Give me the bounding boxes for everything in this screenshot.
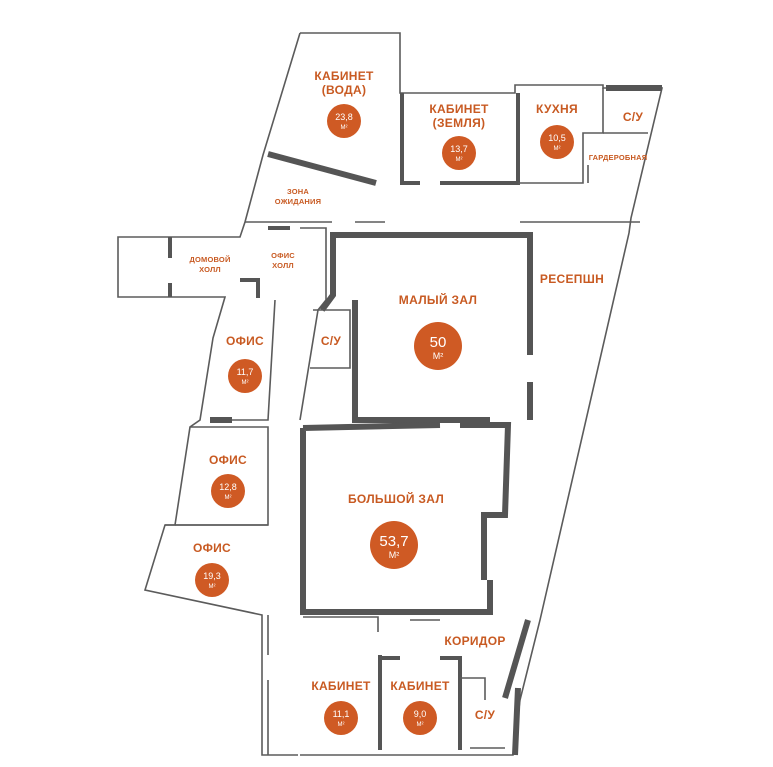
area-unit-maly-zal: М²	[433, 351, 444, 361]
wall-kabinet-bottom	[303, 616, 440, 632]
room-name-domovoy-holl-line-2: ХОЛЛ	[199, 265, 221, 274]
room-name-su-bottom: С/У	[475, 708, 496, 722]
area-value-kukhnya: 10,5	[548, 133, 566, 143]
room-name-kabinet-2: КАБИНЕТ	[390, 679, 450, 693]
room-bolshoy-zal: БОЛЬШОЙ ЗАЛ 53,7М²	[348, 491, 444, 569]
area-value-ofis-1: 11,7	[237, 367, 254, 377]
area-badge-ofis-3	[195, 563, 229, 597]
room-kabinet-zemlya: КАБИНЕТ(ЗЕМЛЯ) 13,7М²	[429, 102, 489, 170]
area-badge-kabinet-zemlya	[442, 136, 476, 170]
room-koridor: КОРИДОР	[444, 634, 505, 648]
room-name-zona-ozhidaniya-line-2: ОЖИДАНИЯ	[275, 197, 321, 206]
wall-su-top	[587, 132, 648, 183]
wall-bolshoy-zal	[300, 422, 512, 615]
wall-kabinet-2	[378, 655, 462, 750]
area-badge-bolshoy-zal	[370, 521, 418, 569]
outer-wall-top-left	[300, 32, 664, 234]
room-name-ofis-holl-line-2: ХОЛЛ	[272, 261, 294, 270]
wall-kukhnya	[518, 88, 604, 184]
room-resepshn: РЕСЕПШН	[540, 272, 604, 286]
area-unit-ofis-1: М²	[242, 380, 249, 386]
wall-ofis-3	[165, 524, 269, 755]
room-su-bottom: С/У	[475, 708, 496, 722]
area-value-kabinet-voda: 23,8	[335, 112, 353, 122]
room-su-middle: С/У	[321, 334, 342, 348]
wall-domovoy-holl	[168, 226, 290, 298]
area-value-maly-zal: 50	[430, 334, 447, 351]
area-badge-ofis-1	[228, 359, 262, 393]
room-name-garderobnaya: ГАРДЕРОБНАЯ	[589, 153, 648, 162]
room-labels: КАБИНЕТ(ВОДА)23,8М²КАБИНЕТ(ЗЕМЛЯ)13,7М²К…	[189, 69, 647, 735]
room-name-ofis-3: ОФИС	[193, 541, 231, 555]
area-unit-ofis-3: М²	[209, 584, 216, 590]
room-name-ofis-2: ОФИС	[209, 453, 247, 467]
room-kabinet-voda: КАБИНЕТ(ВОДА) 23,8М²	[314, 69, 374, 138]
room-name-kabinet-voda: КАБИНЕТ	[314, 69, 374, 83]
area-badge-kabinet-voda	[327, 104, 361, 138]
area-badge-kabinet-1	[324, 701, 358, 735]
room-garderobnaya: ГАРДЕРОБНАЯ	[589, 153, 648, 162]
wall-maly-zal	[319, 232, 533, 423]
wall-su-bottom	[460, 677, 505, 749]
area-badge-kukhnya	[540, 125, 574, 159]
room-su-top: С/У	[623, 110, 644, 124]
room-name-zona-ozhidaniya: ЗОНА	[287, 187, 309, 196]
room-name-maly-zal: МАЛЫЙ ЗАЛ	[399, 292, 477, 307]
room-name-kukhnya: КУХНЯ	[536, 102, 578, 116]
room-name-resepshn: РЕСЕПШН	[540, 272, 604, 286]
area-unit-kabinet-voda: М²	[341, 125, 348, 131]
area-badge-kabinet-2	[403, 701, 437, 735]
area-unit-kabinet-2: М²	[417, 722, 424, 728]
room-name-su-middle: С/У	[321, 334, 342, 348]
area-value-ofis-3: 19,3	[203, 571, 221, 581]
room-ofis-1: ОФИС 11,7М²	[226, 334, 264, 393]
area-unit-ofis-2: М²	[225, 495, 232, 501]
area-value-kabinet-2: 9,0	[414, 709, 427, 719]
area-unit-bolshoy-zal: М²	[389, 550, 400, 560]
room-kukhnya: КУХНЯ 10,5М²	[536, 102, 578, 159]
room-kabinet-1: КАБИНЕТ 11,1М²	[311, 679, 371, 735]
area-value-kabinet-zemlya: 13,7	[450, 144, 468, 154]
room-ofis-3: ОФИС 19,3М²	[193, 541, 231, 597]
room-kabinet-2: КАБИНЕТ 9,0М²	[390, 679, 450, 735]
room-name-kabinet-voda-line-2: (ВОДА)	[322, 83, 367, 97]
area-badge-maly-zal	[414, 322, 462, 370]
room-name-ofis-1: ОФИС	[226, 334, 264, 348]
wall-voda-diagonal	[267, 151, 377, 186]
wall-ofis-holl	[299, 227, 327, 421]
room-name-kabinet-zemlya: КАБИНЕТ	[429, 102, 489, 116]
room-name-ofis-holl: ОФИС	[271, 251, 295, 260]
outer-wall-left	[117, 32, 301, 756]
wall-koridor-right	[502, 619, 531, 756]
area-value-kabinet-1: 11,1	[333, 709, 350, 719]
area-value-bolshoy-zal: 53,7	[379, 533, 408, 550]
area-unit-kabinet-zemlya: М²	[456, 157, 463, 163]
walls	[117, 32, 664, 756]
area-value-ofis-2: 12,8	[219, 482, 237, 492]
area-badge-ofis-2	[211, 474, 245, 508]
room-name-koridor: КОРИДОР	[444, 634, 505, 648]
area-unit-kabinet-1: М²	[338, 722, 345, 728]
room-name-kabinet-zemlya-line-2: (ЗЕМЛЯ)	[433, 116, 486, 130]
wall-su-middle	[310, 309, 351, 369]
room-ofis-2: ОФИС 12,8М²	[209, 453, 247, 508]
room-name-kabinet-1: КАБИНЕТ	[311, 679, 371, 693]
room-name-domovoy-holl: ДОМОВОЙ	[189, 255, 230, 264]
room-name-bolshoy-zal: БОЛЬШОЙ ЗАЛ	[348, 491, 444, 506]
area-unit-kukhnya: М²	[554, 146, 561, 152]
room-name-su-top: С/У	[623, 110, 644, 124]
